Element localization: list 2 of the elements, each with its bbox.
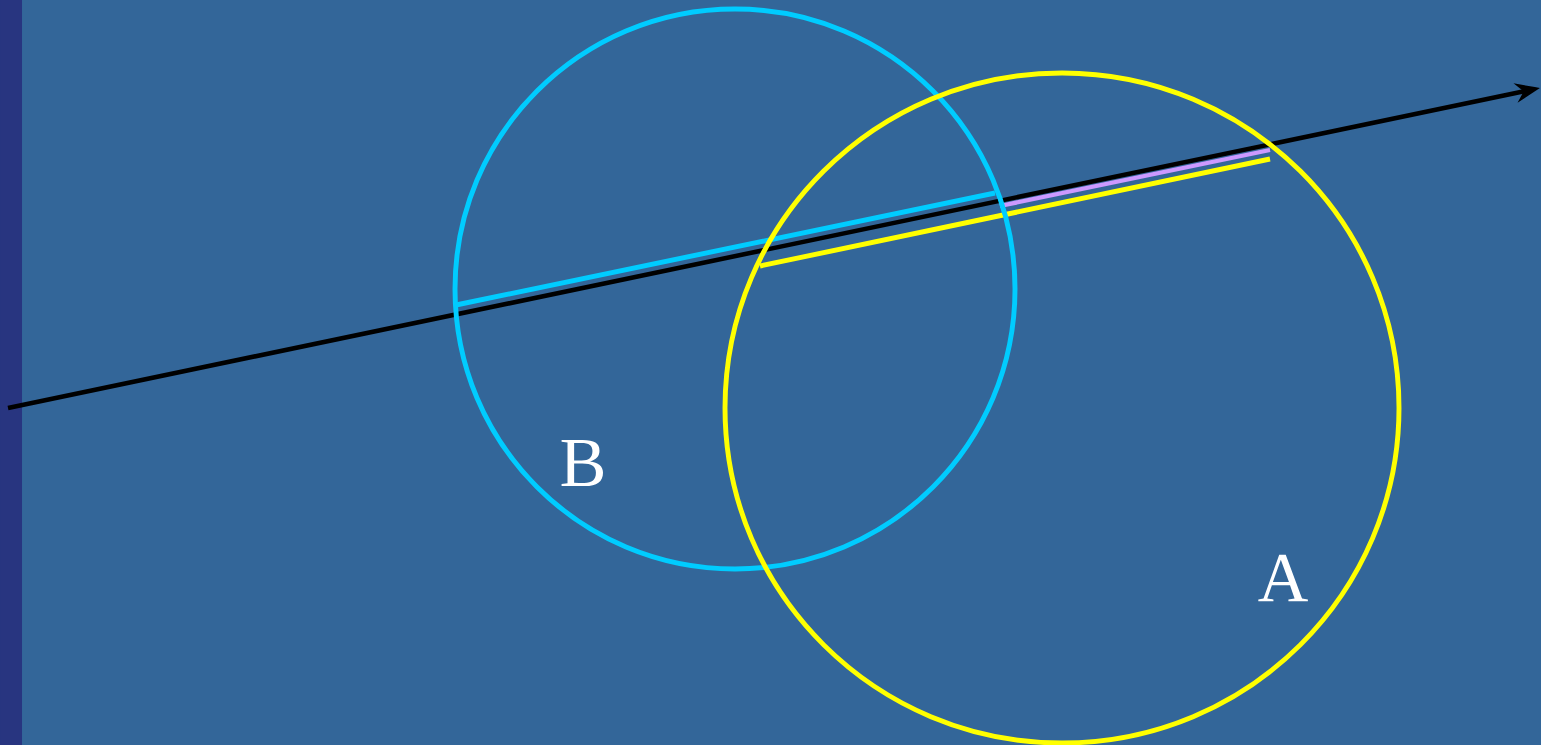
circle-label: B: [561, 439, 603, 487]
circle-label: A: [1258, 554, 1308, 602]
